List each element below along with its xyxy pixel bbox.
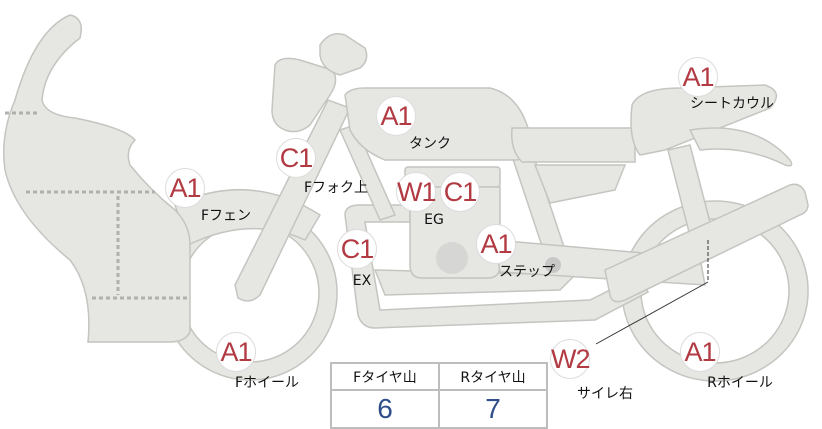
marker-front-fork-upper[interactable]: C1: [276, 138, 316, 178]
seat-cowl: [630, 84, 778, 156]
label-engine: EG: [424, 212, 444, 228]
rear-tread-value: 7: [438, 389, 548, 429]
front-tread-value: 6: [330, 389, 440, 429]
marker-seat-cowl[interactable]: A1: [678, 57, 718, 97]
engine-cover: [436, 242, 468, 274]
marker-engine-w1[interactable]: W1: [396, 172, 437, 212]
fairing-dotted-lines: [5, 111, 190, 300]
rear-fender: [688, 127, 793, 167]
marker-front-wheel[interactable]: A1: [216, 332, 256, 372]
marker-rear-wheel[interactable]: A1: [680, 332, 720, 372]
label-muffler-right: サイレ右: [577, 386, 633, 402]
marker-engine-c1[interactable]: C1: [440, 172, 480, 212]
marker-step[interactable]: A1: [476, 224, 516, 264]
marker-tank[interactable]: A1: [376, 96, 416, 136]
marker-front-fender[interactable]: A1: [165, 168, 205, 208]
label-step: ステップ: [499, 264, 555, 280]
seat: [510, 127, 636, 163]
muffler-pointer: [595, 281, 709, 345]
marker-muffler-right[interactable]: W2: [550, 339, 591, 379]
exhaust-pipe: [344, 204, 649, 329]
rear-tread-header: Rタイヤ山: [438, 362, 548, 391]
label-tank: タンク: [409, 136, 451, 152]
label-front-wheel: Fホイール: [234, 375, 300, 391]
muffler: [604, 183, 809, 303]
tire-tread-table: Fタイヤ山 Rタイヤ山 6 7: [330, 362, 548, 429]
label-front-fork-upper: Fフォク上: [303, 180, 369, 196]
label-front-fender: Fフェン: [200, 208, 252, 224]
step-peg: [545, 257, 561, 273]
label-exhaust: EX: [352, 273, 372, 289]
headlight: [271, 57, 337, 133]
label-seat-cowl: シートカウル: [690, 96, 774, 112]
front-fairing: [3, 14, 191, 343]
label-rear-wheel: Rホイール: [707, 375, 773, 391]
front-fork: [234, 99, 352, 302]
front-tread-header: Fタイヤ山: [330, 362, 440, 391]
marker-exhaust[interactable]: C1: [337, 229, 377, 269]
side-cover: [533, 164, 627, 204]
handlebar: [319, 33, 368, 76]
